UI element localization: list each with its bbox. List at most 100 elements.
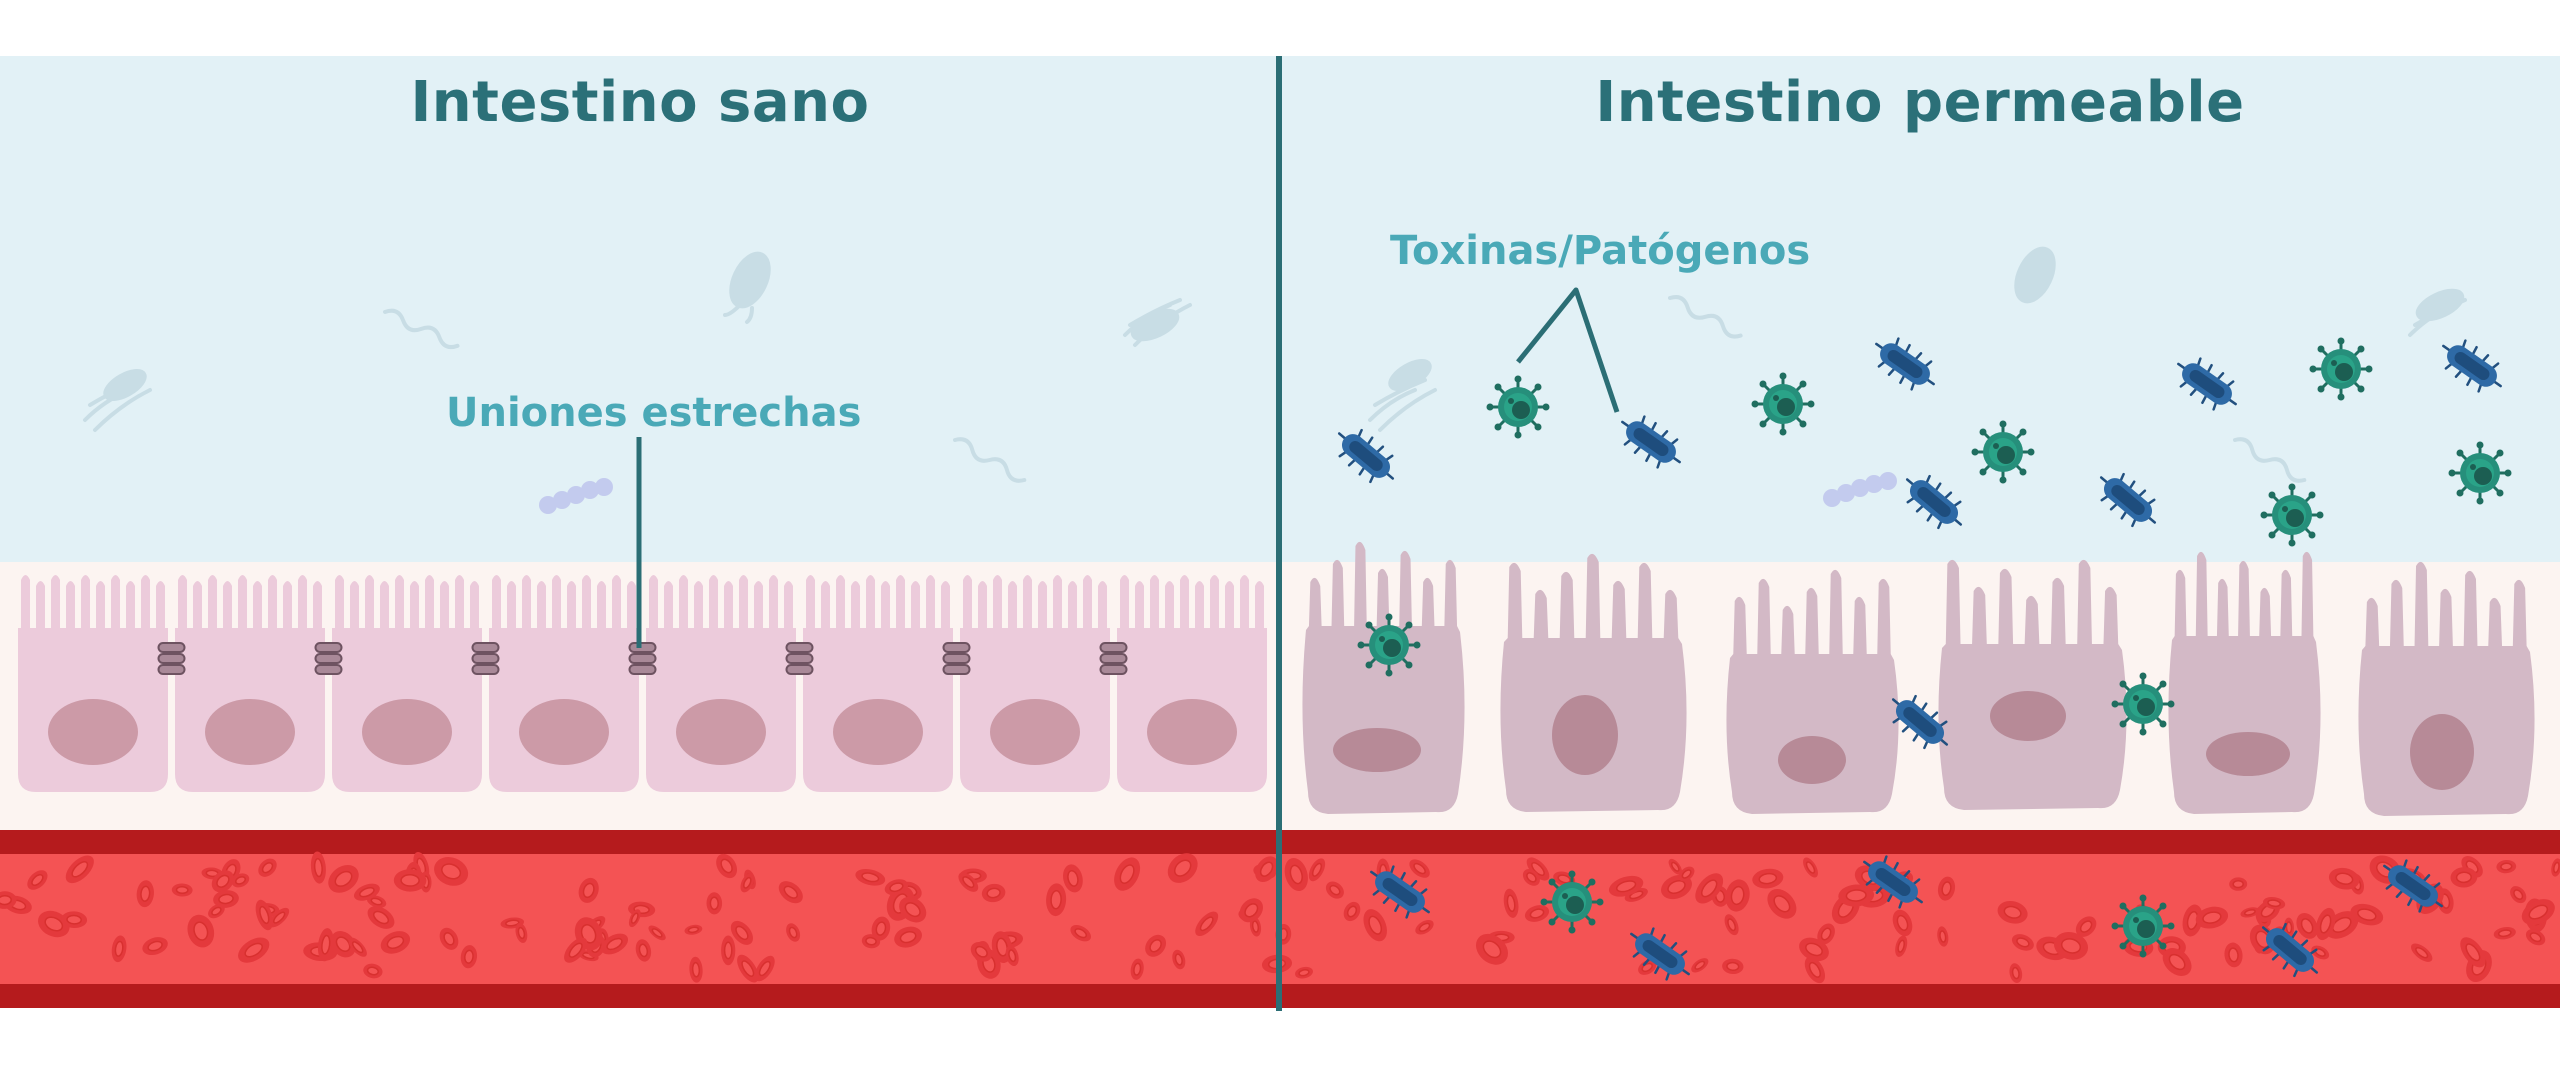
red-blood-cell bbox=[1475, 933, 1509, 965]
red-blood-cell bbox=[740, 873, 755, 893]
red-blood-cell bbox=[628, 909, 641, 928]
red-blood-cell bbox=[1308, 858, 1326, 882]
red-blood-cell bbox=[1005, 945, 1019, 967]
red-blood-cell bbox=[208, 904, 225, 919]
panel-divider bbox=[1276, 56, 1282, 1011]
red-blood-cell bbox=[2510, 886, 2527, 904]
red-blood-cell bbox=[1363, 909, 1387, 942]
red-blood-cell bbox=[187, 914, 215, 948]
red-blood-cell bbox=[564, 937, 588, 963]
red-blood-cell bbox=[255, 899, 273, 931]
red-blood-cell bbox=[515, 923, 528, 943]
red-blood-cell bbox=[1503, 888, 1519, 918]
red-blood-cell bbox=[367, 906, 395, 929]
red-blood-cell bbox=[1295, 966, 1313, 979]
red-blood-cell bbox=[1325, 881, 1344, 899]
faint-microbes-right bbox=[1368, 246, 2467, 483]
cell-nucleus bbox=[2410, 714, 2474, 790]
red-blood-cell bbox=[1063, 864, 1083, 893]
tight-junction-icon bbox=[471, 642, 500, 675]
virus-icon bbox=[2308, 336, 2374, 402]
cell-nucleus bbox=[48, 699, 138, 765]
tight-junction-icon bbox=[314, 642, 343, 675]
red-blood-cell bbox=[1678, 866, 1695, 882]
red-blood-cell bbox=[884, 879, 909, 896]
red-blood-cell bbox=[1343, 901, 1361, 922]
red-blood-cell bbox=[393, 869, 427, 892]
red-blood-cell bbox=[1522, 869, 1540, 886]
red-blood-cell bbox=[861, 934, 881, 949]
red-blood-cell bbox=[737, 954, 759, 983]
red-blood-cell bbox=[2229, 877, 2248, 891]
red-blood-cell bbox=[2182, 904, 2203, 937]
red-blood-cell bbox=[1130, 958, 1144, 980]
red-blood-cell bbox=[1695, 873, 1724, 904]
red-blood-cell bbox=[689, 956, 703, 983]
red-blood-cell bbox=[635, 939, 652, 962]
red-blood-cell bbox=[434, 857, 469, 886]
faint-cocci-chain bbox=[539, 478, 613, 514]
red-blood-cell bbox=[899, 896, 927, 923]
faint-cocci-chain-right bbox=[1823, 472, 1897, 507]
red-blood-cell bbox=[2195, 906, 2229, 929]
virus-icon bbox=[2110, 671, 2176, 737]
red-blood-cell bbox=[894, 926, 922, 948]
tight-junctions-label: Uniones estrechas bbox=[446, 390, 862, 436]
cell-nucleus bbox=[990, 699, 1080, 765]
red-blood-cell bbox=[1722, 958, 1744, 975]
red-blood-cell bbox=[1838, 884, 1875, 907]
red-blood-cell bbox=[2053, 931, 2089, 960]
red-blood-cell bbox=[2009, 963, 2023, 983]
red-blood-cell bbox=[2350, 903, 2384, 926]
red-blood-cell bbox=[1415, 920, 1434, 935]
virus-icon bbox=[2259, 482, 2325, 548]
virus-icon bbox=[1970, 419, 2036, 485]
red-blood-cell bbox=[684, 924, 703, 935]
red-blood-cell bbox=[1691, 958, 1709, 973]
toxins-pointer bbox=[1516, 287, 1620, 413]
cell-nucleus bbox=[1990, 691, 2066, 741]
red-blood-cell bbox=[706, 892, 723, 915]
healthy-panel-title: Intestino sano bbox=[410, 70, 870, 135]
red-blood-cell bbox=[2262, 897, 2286, 910]
red-blood-cell bbox=[754, 955, 775, 982]
virus-icon bbox=[1539, 869, 1605, 935]
red-blood-cell bbox=[2450, 867, 2478, 888]
red-blood-cell bbox=[142, 937, 168, 956]
red-blood-cell bbox=[871, 916, 891, 941]
red-blood-cell bbox=[716, 853, 738, 879]
healthy-cells bbox=[18, 575, 1267, 792]
red-blood-cell bbox=[855, 868, 886, 886]
red-blood-cell bbox=[348, 937, 367, 957]
red-blood-cell bbox=[1892, 909, 1913, 937]
red-blood-cell bbox=[1937, 926, 1949, 947]
cell-nucleus bbox=[1778, 736, 1846, 784]
red-blood-cell bbox=[231, 873, 250, 888]
red-blood-cell bbox=[27, 870, 48, 890]
red-blood-cell bbox=[460, 945, 478, 969]
lumen-right bbox=[1282, 56, 2560, 562]
red-blood-cell bbox=[1767, 888, 1797, 919]
red-blood-cell bbox=[2296, 912, 2318, 939]
red-blood-cell bbox=[1255, 856, 1278, 883]
red-blood-cell bbox=[1172, 949, 1186, 970]
red-blood-cell bbox=[2493, 927, 2516, 940]
toxins-pathogens-label: Toxinas/Patógenos bbox=[1390, 228, 1811, 274]
red-blood-cell bbox=[353, 883, 380, 901]
red-blood-cell bbox=[211, 870, 235, 893]
red-blood-cell bbox=[2521, 899, 2555, 926]
red-blood-cell bbox=[786, 923, 801, 942]
red-blood-cell bbox=[136, 880, 154, 908]
red-blood-cell bbox=[1895, 935, 1908, 957]
red-blood-cell bbox=[2328, 867, 2360, 890]
virus-icon bbox=[2110, 893, 2176, 959]
cell-nucleus bbox=[676, 699, 766, 765]
red-blood-cell bbox=[2240, 907, 2260, 918]
red-blood-cell bbox=[380, 931, 411, 954]
red-blood-cell bbox=[1724, 914, 1739, 936]
red-blood-cell bbox=[1114, 857, 1141, 891]
damaged-cell bbox=[1500, 553, 1687, 812]
leaky-panel-title: Intestino permeable bbox=[1595, 70, 2245, 135]
